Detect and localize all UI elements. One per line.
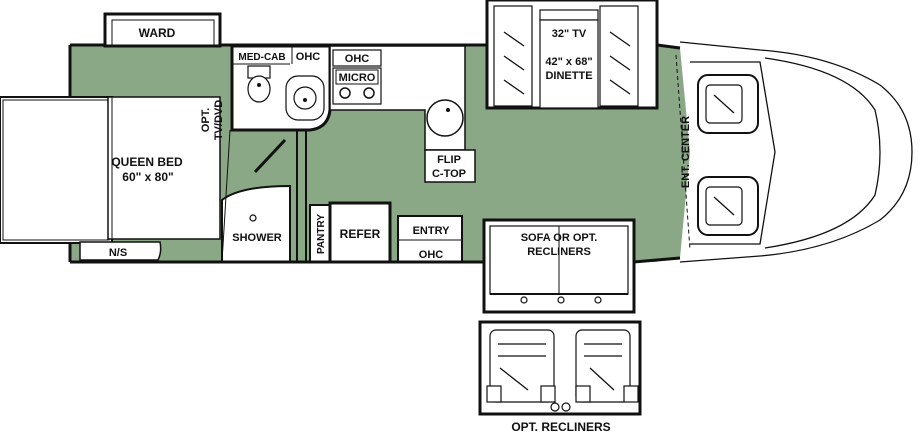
entry-label: ENTRY	[413, 225, 451, 237]
optional-recliners	[478, 320, 642, 416]
nightstand: N/S	[79, 241, 162, 261]
ent-center-line	[675, 54, 691, 251]
ward-label: WARD	[139, 26, 176, 40]
shower: SHOWER	[221, 184, 291, 263]
shower-label: SHOWER	[232, 232, 282, 244]
queen-bed: QUEEN BED 60" x 80"	[107, 96, 221, 240]
micro-label: MICRO	[339, 72, 376, 84]
bed-slideout	[0, 96, 113, 244]
bed-partition	[221, 129, 231, 263]
micro-ohc-label: OHC	[345, 53, 370, 65]
truck-cab	[679, 41, 913, 263]
sofa-label-2: RECLINERS	[527, 246, 591, 258]
kitchen-sink	[426, 99, 464, 137]
med-cab-label: MED-CAB	[238, 52, 285, 63]
cab-seat-driver	[697, 74, 759, 134]
toilet	[247, 65, 271, 103]
wardrobe: WARD	[103, 12, 222, 48]
sofa-label-1: SOFA OR OPT.	[521, 232, 598, 244]
bathroom-sink	[285, 75, 325, 121]
entry-ohc-label: OHC	[419, 249, 444, 261]
ent-center-label: ENT. CENTER	[680, 116, 692, 188]
bathroom: MED-CAB OHC	[230, 44, 332, 132]
ns-label: N/S	[109, 247, 127, 259]
pantry-label: PANTRY	[316, 214, 327, 254]
flip-label-1: FLIP	[437, 154, 461, 166]
opt-tv-label-1: OPT.	[200, 108, 212, 132]
flip-label-2: C-TOP	[432, 168, 466, 180]
pantry: PANTRY	[309, 204, 331, 263]
dinette-size: 42" x 68"	[545, 56, 592, 68]
bathroom-door	[253, 138, 287, 174]
dinette-label: DINETTE	[545, 70, 592, 82]
opt-recliners-label: OPT. RECLINERS	[511, 420, 610, 434]
opt-tv-label-2: TV/DVD	[213, 100, 225, 140]
tv-label: 32" TV	[552, 28, 587, 40]
queen-bed-size: 60" x 80"	[122, 170, 173, 184]
bath-ohc-label: OHC	[296, 51, 321, 63]
entry-ohc: ENTRY OHC	[397, 215, 463, 263]
exterior-walls	[68, 43, 681, 264]
cab-seat-passenger	[697, 176, 759, 236]
kitchen-counter: OHC MICRO FLIP C-TOP	[329, 45, 476, 183]
refer-label: REFER	[340, 227, 381, 241]
queen-bed-label: QUEEN BED	[111, 155, 183, 169]
dinette: 32" TV 42" x 68" DINETTE	[485, 0, 659, 110]
sofa: SOFA OR OPT. RECLINERS	[482, 218, 636, 314]
refrigerator: REFER	[328, 201, 392, 264]
